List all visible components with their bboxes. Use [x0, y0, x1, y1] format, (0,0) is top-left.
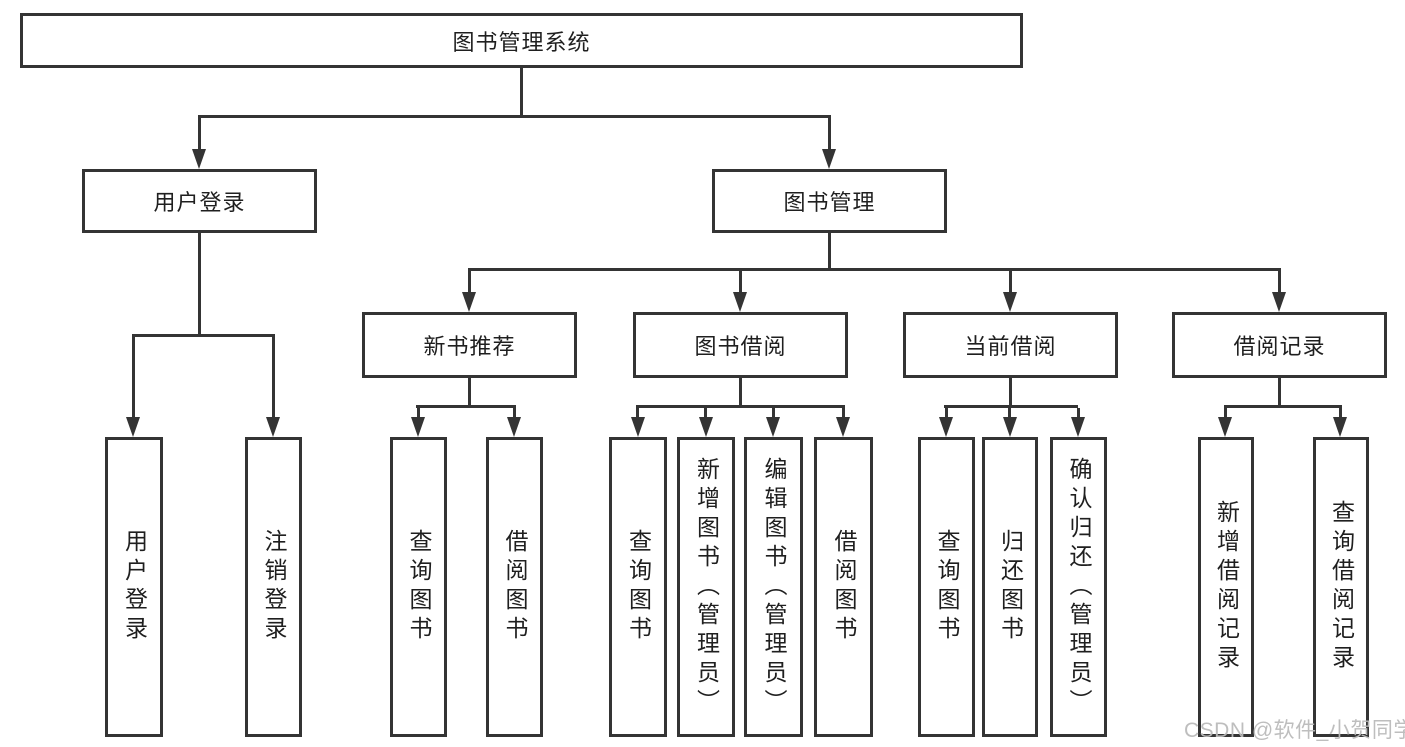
connector-l3-drop: [468, 271, 471, 294]
leaf-query-books-label: 查询图书: [934, 529, 960, 645]
connector-user-login-drop: [198, 118, 201, 151]
node-new-book-recommend-label: 新书推荐: [423, 334, 516, 359]
connector-rail: [416, 405, 516, 408]
connector-leaf-drop: [272, 337, 275, 419]
leaf-confirm-return-admin: 确认归还（管理员）: [1050, 437, 1107, 737]
arrow-down-icon: [733, 292, 747, 312]
connector-leaf-drop: [1224, 408, 1227, 420]
node-borrow-record-label: 借阅记录: [1233, 334, 1326, 359]
connector-l3-drop: [1009, 271, 1012, 294]
arrow-down-icon: [1333, 417, 1347, 437]
leaf-query-books-current: 查询图书: [918, 437, 975, 737]
arrow-down-icon: [822, 149, 836, 169]
connector-l3-drop: [1278, 271, 1281, 294]
connector-l3-drop: [739, 271, 742, 294]
connector-leaf-drop: [1339, 408, 1342, 420]
connector-book-mgmt-drop: [828, 118, 831, 151]
leaf-query-books-label: 查询图书: [625, 529, 652, 645]
arrow-down-icon: [631, 417, 645, 437]
arrow-down-icon: [462, 292, 476, 312]
node-current-borrow-label: 当前借阅: [964, 334, 1057, 359]
node-user-login-label: 用户登录: [153, 190, 246, 215]
connector-leaf-drop: [945, 408, 948, 420]
connector-stem: [1009, 378, 1012, 405]
arrow-down-icon: [1003, 292, 1017, 312]
connector-root-rail: [198, 115, 831, 118]
arrow-down-icon: [126, 417, 140, 437]
connector-user-login-stem: [198, 233, 201, 337]
connector-user-login-rail: [132, 334, 275, 337]
arrow-down-icon: [1272, 292, 1286, 312]
leaf-query-books-recommend: 查询图书: [390, 437, 447, 737]
leaf-edit-book-admin-label: 编辑图书（管理员）: [761, 456, 787, 718]
leaf-add-borrow-record: 新增借阅记录: [1198, 437, 1254, 737]
arrow-down-icon: [939, 417, 953, 437]
arrow-down-icon: [1071, 417, 1085, 437]
leaf-add-book-admin-label: 新增图书（管理员）: [693, 456, 720, 718]
leaf-borrow-books-label: 借阅图书: [831, 529, 857, 645]
connector-stem: [468, 378, 471, 405]
connector-book-mgmt-stem: [828, 233, 831, 271]
connector-stem: [1278, 378, 1281, 405]
arrow-down-icon: [507, 417, 521, 437]
arrow-down-icon: [192, 149, 206, 169]
node-root: 图书管理系统: [20, 13, 1023, 68]
leaf-user-login: 用户登录: [105, 437, 163, 737]
leaf-query-books-label: 查询图书: [406, 529, 432, 645]
connector-rail: [1224, 405, 1342, 408]
leaf-logout: 注销登录: [245, 437, 302, 737]
connector-leaf-drop: [704, 408, 707, 420]
connector-rail: [636, 405, 845, 408]
connector-rail: [944, 405, 1078, 408]
connector-leaf-drop: [1077, 408, 1080, 420]
arrow-down-icon: [1003, 417, 1017, 437]
leaf-borrow-books-label: 借阅图书: [502, 529, 528, 645]
connector-root-stem: [520, 68, 523, 115]
leaf-return-book: 归还图书: [982, 437, 1038, 737]
arrow-down-icon: [836, 417, 850, 437]
connector-leaf-drop: [132, 337, 135, 419]
connector-leaf-drop: [772, 408, 775, 420]
leaf-borrow-books-2: 借阅图书: [814, 437, 873, 737]
arrow-down-icon: [1218, 417, 1232, 437]
connector-book-mgmt-rail: [468, 268, 1281, 271]
node-book-management: 图书管理: [712, 169, 947, 233]
leaf-confirm-return-admin-label: 确认归还（管理员）: [1066, 456, 1092, 718]
connector-stem: [739, 378, 742, 405]
connector-leaf-drop: [513, 408, 516, 420]
leaf-query-borrow-record-label: 查询借阅记录: [1328, 500, 1355, 674]
leaf-user-login-label: 用户登录: [121, 529, 148, 645]
node-borrow-record: 借阅记录: [1172, 312, 1387, 378]
leaf-return-book-label: 归还图书: [997, 529, 1024, 645]
leaf-add-borrow-record-label: 新增借阅记录: [1213, 500, 1240, 674]
arrow-down-icon: [266, 417, 280, 437]
connector-leaf-drop: [417, 408, 420, 420]
leaf-add-book-admin: 新增图书（管理员）: [677, 437, 735, 737]
node-book-borrow-label: 图书借阅: [694, 334, 787, 359]
node-root-label: 图书管理系统: [452, 29, 591, 55]
node-book-borrow: 图书借阅: [633, 312, 848, 378]
node-user-login: 用户登录: [82, 169, 317, 233]
leaf-query-borrow-record: 查询借阅记录: [1313, 437, 1369, 737]
csdn-watermark: CSDN @软件_小贺同学: [1184, 719, 1405, 742]
leaf-query-books-borrow: 查询图书: [609, 437, 667, 737]
leaf-edit-book-admin: 编辑图书（管理员）: [744, 437, 803, 737]
node-current-borrow: 当前借阅: [903, 312, 1118, 378]
arrow-down-icon: [699, 417, 713, 437]
leaf-borrow-books-recommend: 借阅图书: [486, 437, 543, 737]
connector-leaf-drop: [1008, 408, 1011, 420]
connector-leaf-drop: [842, 408, 845, 420]
node-new-book-recommend: 新书推荐: [362, 312, 577, 378]
leaf-logout-label: 注销登录: [261, 529, 287, 645]
connector-leaf-drop: [636, 408, 639, 420]
node-book-management-label: 图书管理: [783, 190, 876, 215]
arrow-down-icon: [766, 417, 780, 437]
arrow-down-icon: [411, 417, 425, 437]
